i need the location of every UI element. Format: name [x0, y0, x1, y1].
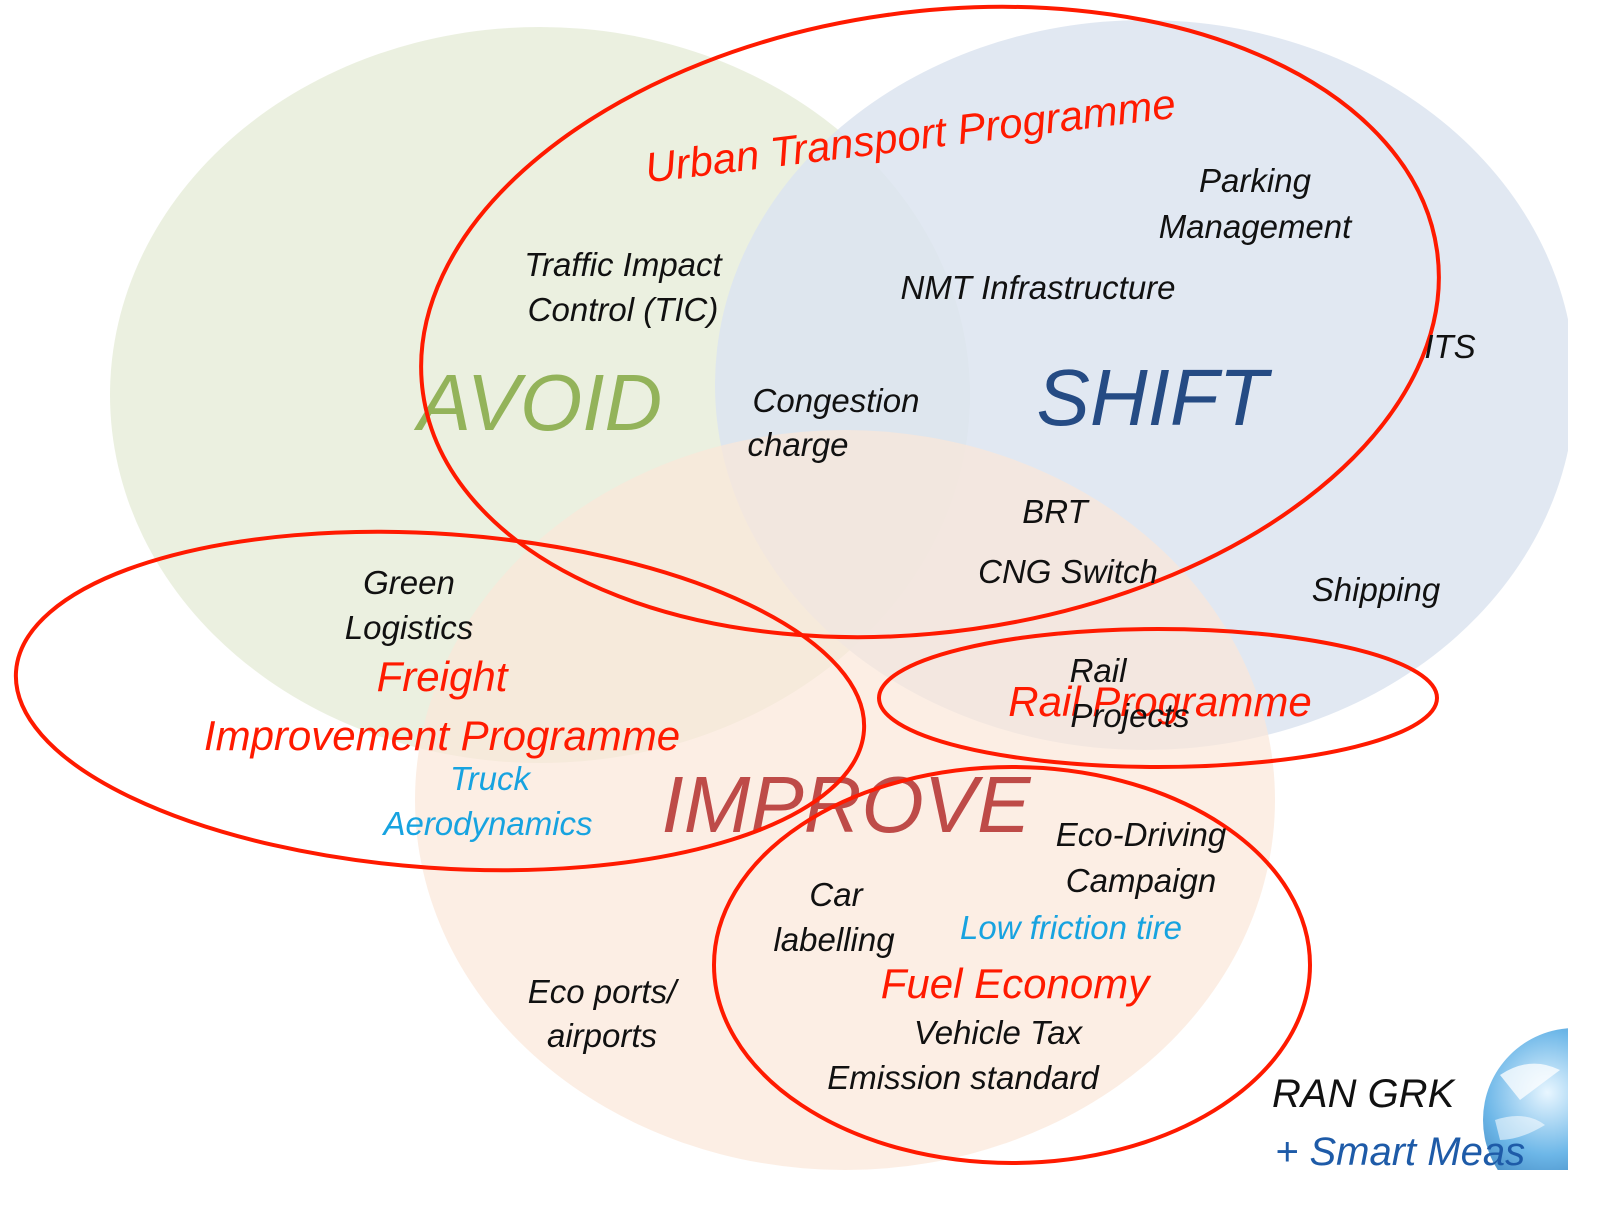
urban-programme-outline	[419, 4, 1441, 640]
congestion-charge-line1: Congestion	[753, 382, 920, 419]
low-friction-tire: Low friction tire	[960, 909, 1182, 946]
freight-programme-outline	[13, 529, 867, 873]
nmt-infrastructure: NMT Infrastructure	[900, 269, 1175, 306]
fuel-programme-outline	[712, 765, 1312, 1165]
truck-aerodynamics-line2: Aerodynamics	[381, 805, 592, 842]
car-labelling-line1: Car	[809, 876, 864, 913]
fuel-programme-label: Fuel Economy	[881, 960, 1152, 1007]
parking-management-line2: Management	[1159, 208, 1353, 245]
shift-label: SHIFT	[1036, 353, 1272, 442]
traffic-impact-control-line1: Traffic Impact	[524, 246, 723, 283]
avoid-label: AVOID	[414, 358, 663, 447]
traffic-impact-control-line2: Control (TIC)	[528, 291, 719, 328]
rail-programme-label: Rail Programme	[1008, 678, 1311, 725]
globe-logo	[1483, 1028, 1568, 1170]
vehicle-tax: Vehicle Tax	[914, 1014, 1084, 1051]
its: ITS	[1424, 328, 1475, 365]
rail-programme-outline	[877, 627, 1439, 769]
rail-projects-line1: Rail	[1070, 652, 1129, 689]
rail-projects-line2: Projects	[1070, 697, 1189, 734]
eco-ports-line2: airports	[547, 1017, 657, 1054]
truck-aerodynamics-line1: Truck	[450, 760, 532, 797]
cng-switch: CNG Switch	[978, 553, 1158, 590]
emission-standard: Emission standard	[827, 1059, 1100, 1096]
shipping: Shipping	[1312, 571, 1441, 608]
eco-driving-campaign-line2: Campaign	[1066, 862, 1216, 899]
eco-ports-line1: Eco ports/	[528, 973, 679, 1010]
parking-management-line1: Parking	[1199, 162, 1312, 199]
car-labelling-line2: labelling	[773, 921, 895, 958]
freight-programme-label-line1: Freight	[377, 653, 510, 700]
venn-diagram: AVOID SHIFT IMPROVE Urban Transport Prog…	[13, 4, 1568, 1170]
eco-driving-campaign-line1: Eco-Driving	[1056, 816, 1227, 853]
freight-programme-label-line2: Improvement Programme	[204, 712, 680, 759]
brt: BRT	[1022, 493, 1090, 530]
footer-line2: + Smart Meas	[1275, 1130, 1525, 1170]
congestion-charge-line2: charge	[748, 426, 849, 463]
green-logistics-line2: Logistics	[345, 609, 473, 646]
green-logistics-line1: Green	[363, 564, 455, 601]
footer-line1: RAN GRK	[1272, 1072, 1457, 1116]
